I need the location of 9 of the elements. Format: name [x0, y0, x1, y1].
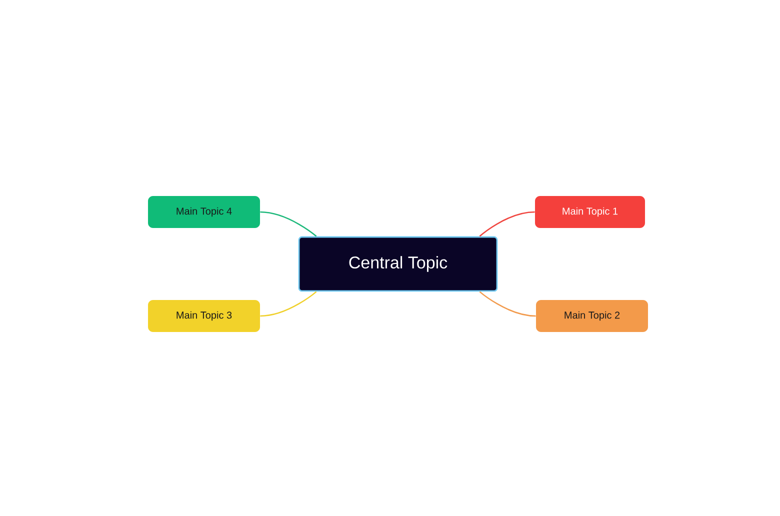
topic-box: Main Topic 4 — [148, 196, 260, 228]
connector-curve — [479, 291, 536, 317]
connector-curve — [479, 211, 535, 237]
topic-box: Main Topic 2 — [536, 300, 648, 332]
central-topic-box: Central Topic — [298, 236, 498, 292]
connector-curve — [260, 211, 317, 237]
topic-box: Main Topic 1 — [535, 196, 645, 228]
connector-curve — [260, 291, 317, 317]
topic-box: Main Topic 3 — [148, 300, 260, 332]
